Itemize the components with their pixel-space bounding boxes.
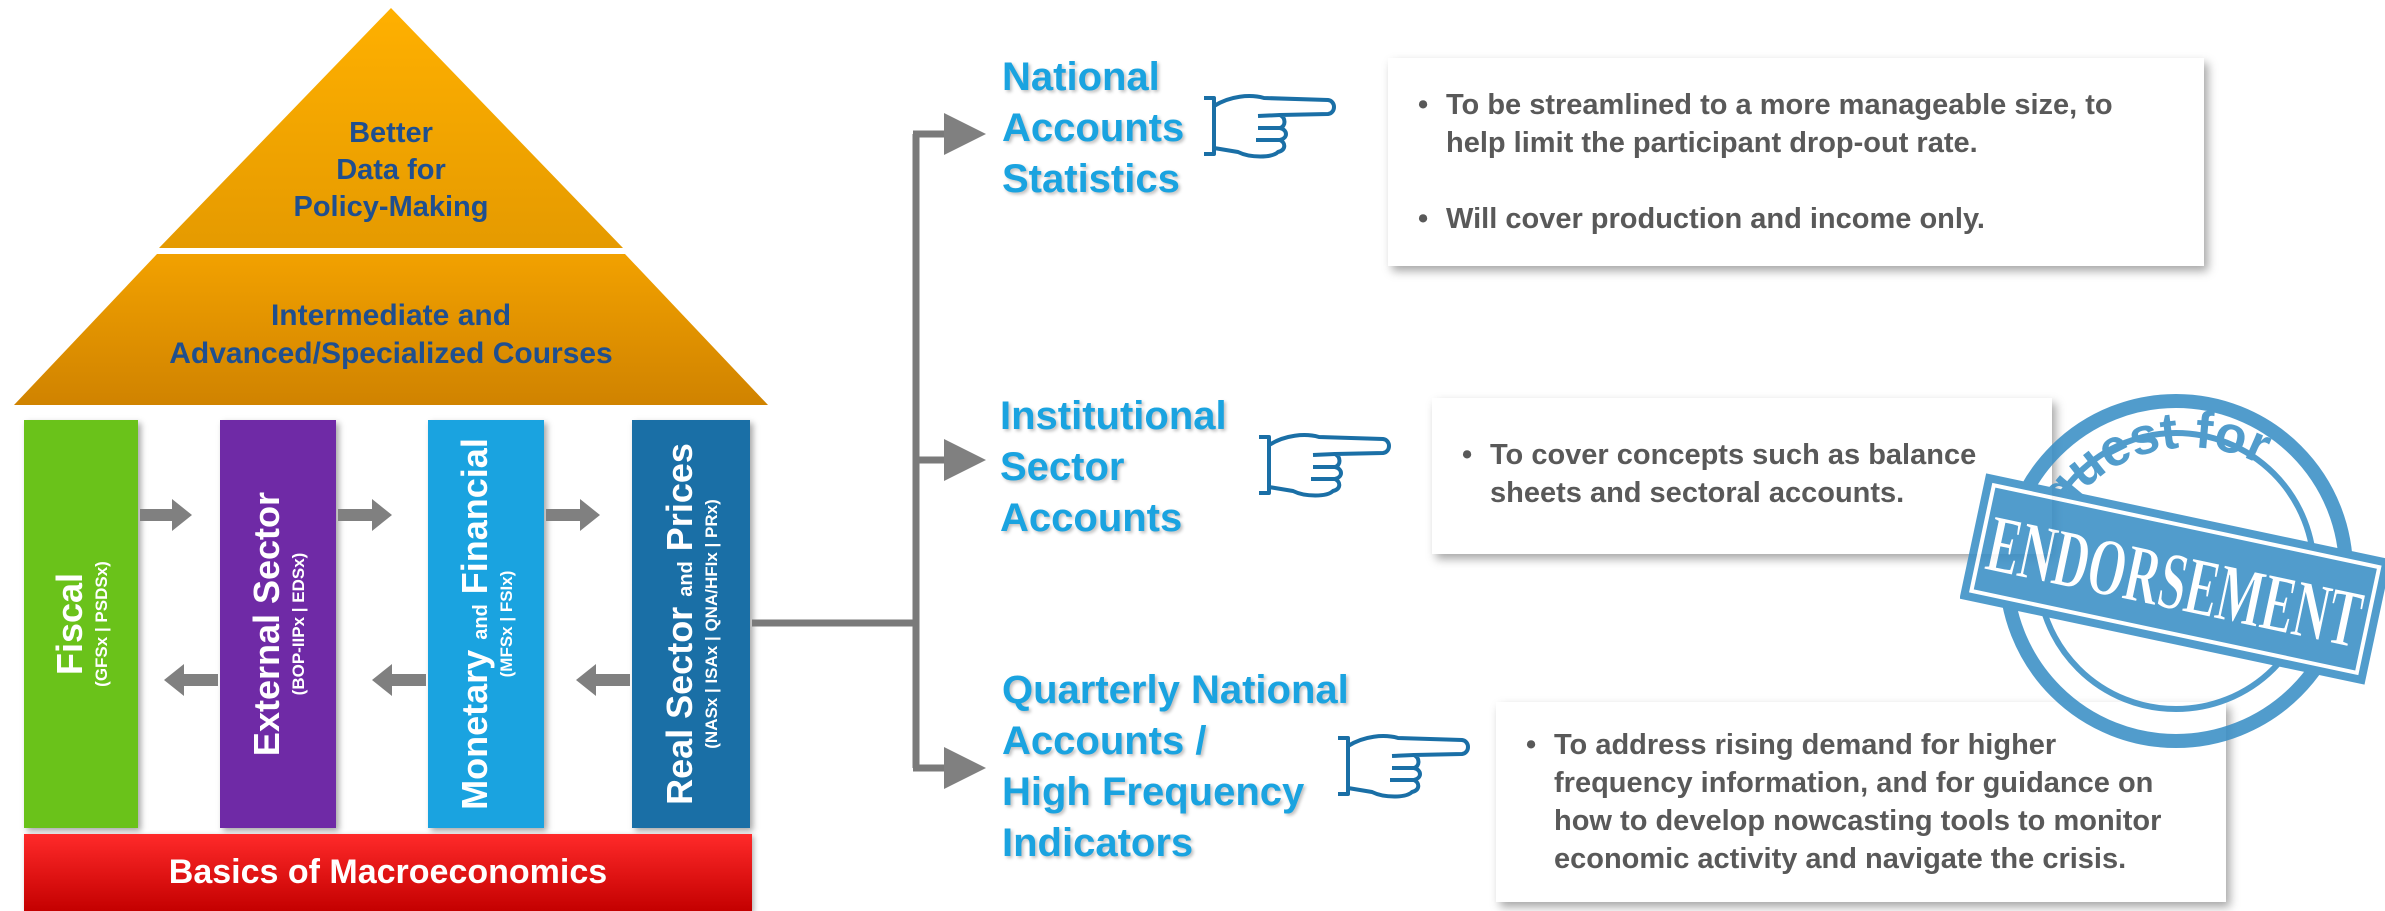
arrow-left-icon	[576, 664, 630, 696]
endorsement-stamp: Request for ENDORSEMENT	[1960, 394, 2385, 748]
pointing-hand-icon	[1204, 94, 1336, 159]
info-box-quarterly-national: To address rising demand for higher freq…	[1496, 702, 2226, 902]
arrow-right-icon	[546, 499, 600, 531]
pointing-hand-icon	[1338, 734, 1470, 799]
bullet-item: To address rising demand for higher freq…	[1516, 726, 2196, 878]
pyramid-middle-text: Intermediate and Advanced/Specialized Co…	[169, 299, 613, 370]
pillar-fiscal: Fiscal (GFSx | PSDSx)	[24, 420, 138, 828]
topic-title-quarterly-national: Quarterly National Accounts / High Frequ…	[1002, 668, 1349, 865]
pyramid-middle-section	[14, 254, 768, 405]
arrow-right-icon	[140, 499, 192, 531]
arrow-right-icon	[338, 499, 392, 531]
topic-title-institutional-sector: Institutional Sector Accounts	[1000, 394, 1227, 540]
bullet-item: To cover concepts such as balance sheets…	[1452, 436, 2012, 512]
pyramid-top-section	[159, 8, 623, 248]
arrow-left-icon	[164, 664, 218, 696]
pillar-real-sector-prices: Real Sector and Prices (NASx | ISAx | QN…	[632, 420, 750, 828]
pillar-monetary-financial: Monetary and Financial (MFSx | FSIx)	[428, 420, 544, 828]
info-box-institutional-sector: To cover concepts such as balance sheets…	[1432, 398, 2052, 554]
pillar-external-sector: External Sector (BOP-IIPx | EDSx)	[220, 420, 336, 828]
arrow-left-icon	[372, 664, 426, 696]
bullet-item: To be streamlined to a more manageable s…	[1408, 86, 2170, 162]
branch-connector	[752, 113, 986, 789]
pyramid-roof	[14, 8, 768, 405]
bullet-item: Will cover production and income only.	[1408, 200, 2170, 238]
pyramid-top-text: Better Data for Policy-Making	[293, 117, 489, 223]
topic-title-national-accounts: National Accounts Statistics	[1002, 55, 1185, 201]
pointing-hand-icon	[1259, 433, 1391, 498]
pillar-arrows	[140, 499, 630, 696]
info-box-national-accounts: To be streamlined to a more manageable s…	[1388, 58, 2204, 266]
base-basics-of-macroeconomics: Basics of Macroeconomics	[24, 834, 752, 911]
